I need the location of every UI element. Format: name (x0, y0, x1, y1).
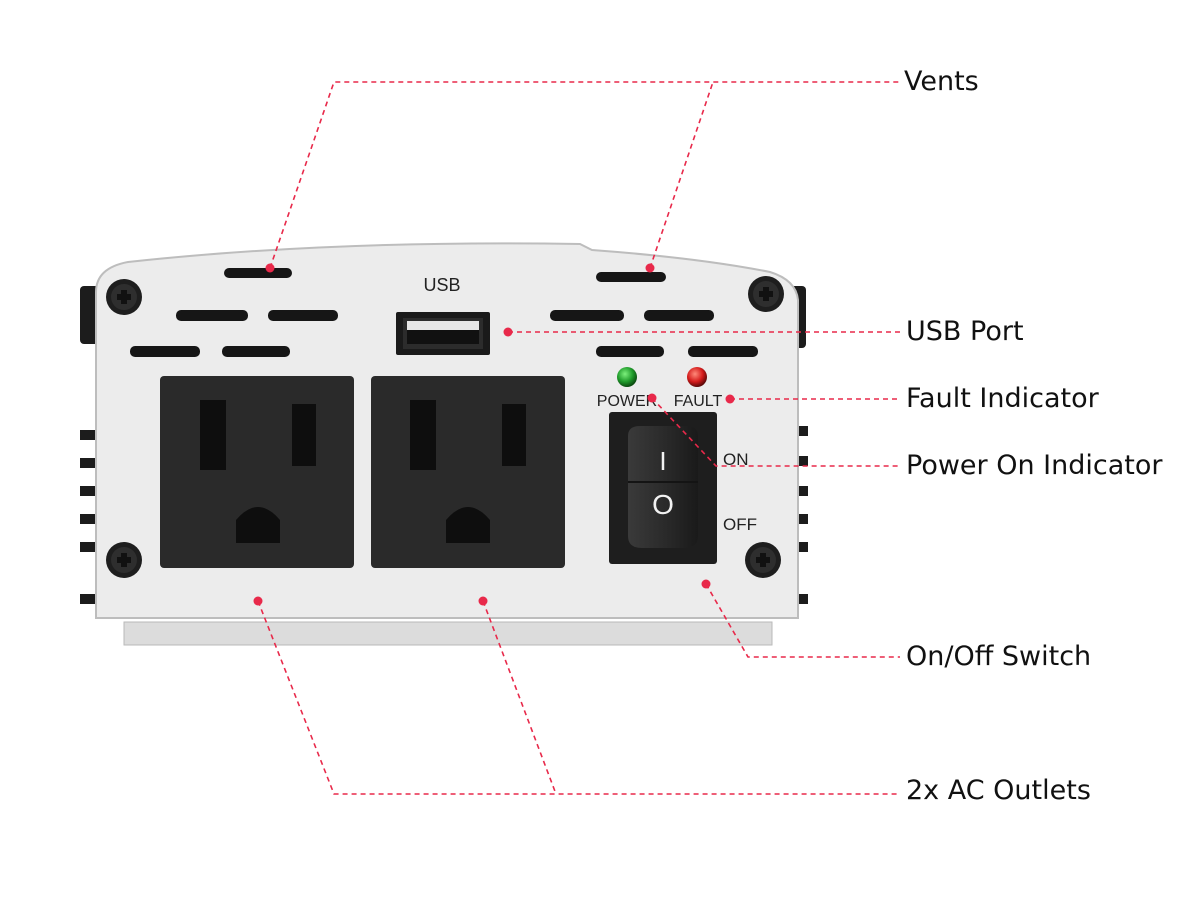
callout-on-off-switch: On/Off Switch (906, 641, 1092, 672)
on-label: ON (723, 450, 749, 469)
ac-outlet-icon[interactable] (160, 376, 354, 568)
screw-icon (106, 542, 142, 578)
power-led-icon (617, 367, 637, 387)
rocker-switch-icon[interactable]: I O (609, 412, 717, 564)
callout-fault-indicator: Fault Indicator (906, 383, 1099, 414)
leader-vents (269, 81, 900, 269)
usb-label: USB (423, 275, 460, 295)
leader-lines (257, 81, 900, 795)
bottom-lip (123, 621, 773, 646)
callout-vents: Vents (904, 66, 979, 97)
screw-icon (748, 276, 784, 312)
rocker-off-symbol: O (652, 489, 674, 520)
vent-slots (130, 268, 758, 357)
off-label: OFF (723, 515, 757, 534)
callout-ac-outlets: 2x AC Outlets (906, 775, 1091, 806)
callout-usb-port: USB Port (906, 316, 1024, 347)
leader-on-off-switch (705, 583, 900, 658)
fault-led-icon (687, 367, 707, 387)
screw-icon (106, 279, 142, 315)
leader-dots (253, 263, 735, 606)
callout-power-on-indicator: Power On Indicator (906, 450, 1163, 481)
leader-power-on-indicator (651, 397, 900, 467)
rocker-on-symbol: I (659, 446, 666, 476)
screw-icon (745, 542, 781, 578)
leader-ac-outlets (257, 600, 900, 795)
usb-port-icon[interactable] (396, 312, 490, 355)
power-label: POWER (597, 393, 657, 410)
ac-outlet-icon[interactable] (371, 376, 565, 568)
fault-label: FAULT (674, 393, 723, 410)
